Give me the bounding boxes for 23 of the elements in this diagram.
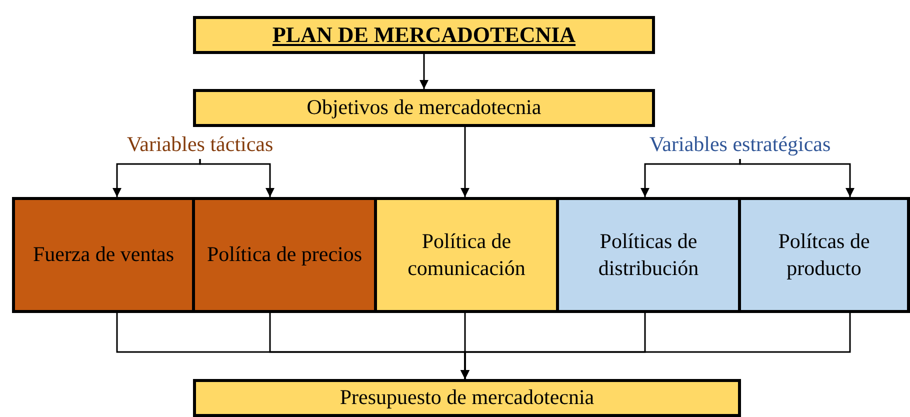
title-box bbox=[193, 16, 655, 54]
objective-box bbox=[193, 89, 655, 127]
box-label: Políticas de distribución bbox=[597, 228, 700, 282]
policy-box bbox=[556, 197, 741, 313]
group-label: Variables estratégicas bbox=[620, 131, 860, 159]
arrow bbox=[199, 159, 274, 197]
arrow bbox=[460, 127, 470, 197]
arrow bbox=[420, 54, 428, 89]
arrow bbox=[739, 159, 854, 197]
box-label: Objetivos de mercadotecnia bbox=[306, 94, 542, 122]
policy-box bbox=[738, 197, 910, 313]
policy-box bbox=[374, 197, 559, 313]
box-label: Política de comunicación bbox=[406, 228, 526, 282]
budget-box bbox=[193, 379, 741, 417]
arrow bbox=[460, 313, 851, 379]
group-label: Variables tácticas bbox=[100, 131, 300, 159]
box-label: Fuerza de ventas bbox=[32, 241, 174, 268]
policy-box bbox=[192, 197, 377, 313]
box-label: Presupuesto de mercadotecnia bbox=[340, 384, 594, 412]
box-label: PLAN DE MERCADOTECNIA bbox=[272, 20, 576, 49]
policy-box bbox=[12, 197, 195, 313]
box-label: Política de precios bbox=[206, 241, 362, 268]
box-label: Polítcas de producto bbox=[777, 228, 871, 282]
